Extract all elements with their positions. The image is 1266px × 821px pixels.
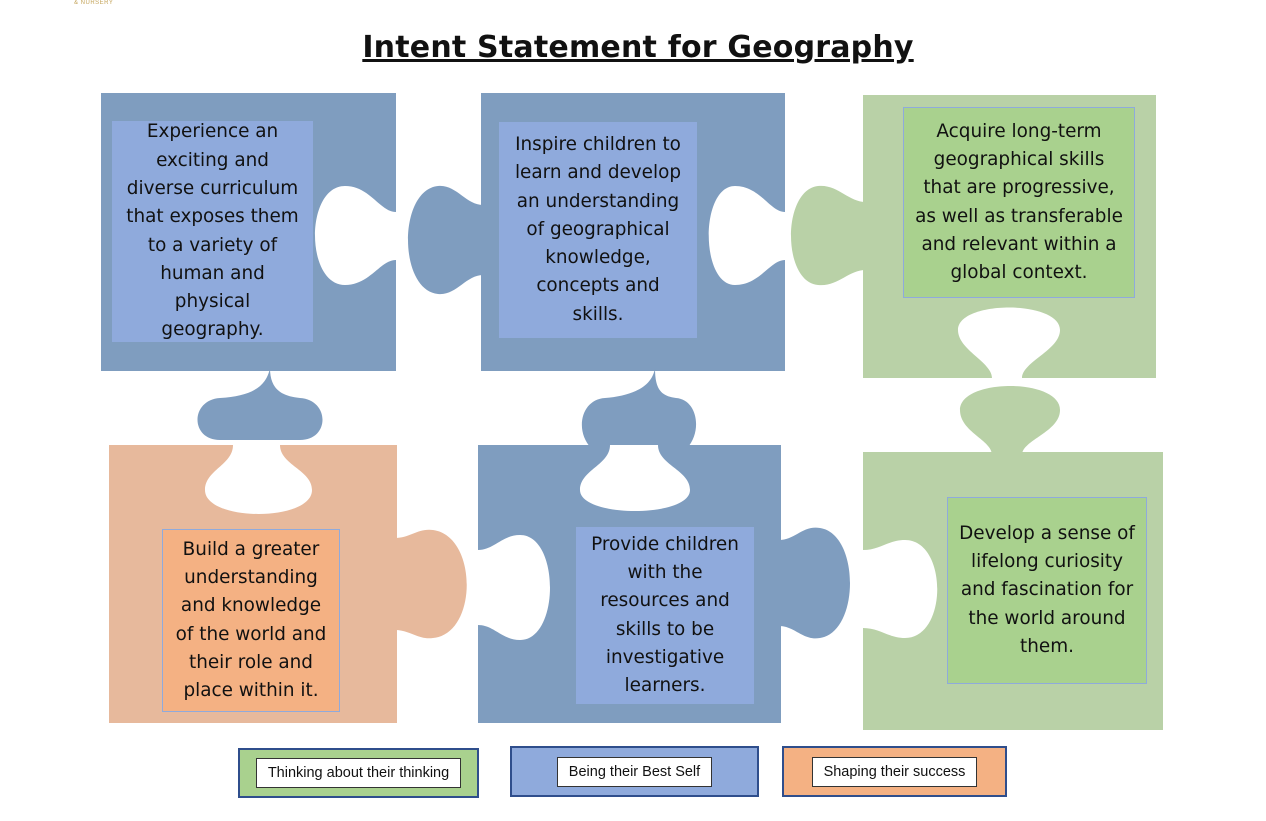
- piece-text-bottom-right: Develop a sense of lifelong curiosity an…: [947, 497, 1147, 684]
- piece-text-top-middle: Inspire children to learn and develop an…: [499, 122, 697, 338]
- school-logo-text: & NURSERY: [74, 0, 114, 6]
- piece-text: Inspire children to learn and develop an…: [514, 133, 682, 325]
- piece-text-bottom-left: Build a greater understanding and knowle…: [162, 529, 340, 712]
- piece-text-top-right: Acquire long-term geographical skills th…: [903, 107, 1135, 298]
- piece-text-top-left: Experience an exciting and diverse curri…: [112, 121, 313, 342]
- piece-text: Experience an exciting and diverse curri…: [126, 121, 299, 341]
- piece-text-bottom-middle: Provide children with the resources and …: [576, 527, 754, 704]
- legend-success: Shaping their success: [782, 746, 1007, 797]
- piece-text: Build a greater understanding and knowle…: [175, 538, 327, 702]
- legend-label-best-self: Being their Best Self: [556, 756, 713, 787]
- piece-text: Develop a sense of lifelong curiosity an…: [959, 522, 1135, 657]
- legend-best-self: Being their Best Self: [510, 746, 759, 797]
- piece-text: Acquire long-term geographical skills th…: [915, 120, 1123, 284]
- legend-label-thinking: Thinking about their thinking: [255, 758, 462, 788]
- page-title: Intent Statement for Geography: [362, 30, 914, 65]
- legend-label-success: Shaping their success: [811, 756, 978, 787]
- piece-text: Provide children with the resources and …: [591, 533, 739, 697]
- legend-thinking: Thinking about their thinking: [238, 748, 479, 798]
